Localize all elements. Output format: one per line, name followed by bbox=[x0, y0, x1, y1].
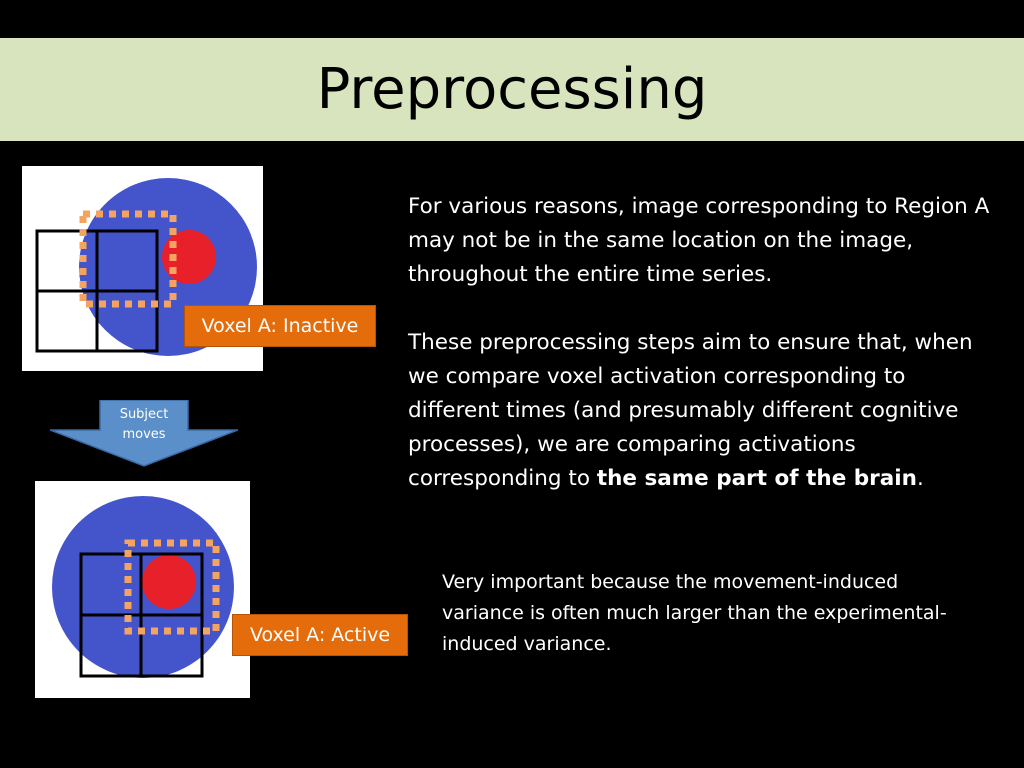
title-bar: Preprocessing bbox=[0, 38, 1024, 141]
brain-figure-active bbox=[35, 481, 250, 698]
voxel-a-inactive-label: Voxel A: Inactive bbox=[184, 305, 376, 347]
arrow-label-line2: moves bbox=[122, 427, 166, 442]
voxel-grid bbox=[79, 552, 204, 678]
region-a-dotted-box bbox=[124, 539, 220, 635]
region-a-dotted-box bbox=[79, 210, 177, 308]
paragraph-1: For various reasons, image corresponding… bbox=[408, 194, 990, 287]
body-text: For various reasons, image corresponding… bbox=[408, 190, 998, 496]
slide-title: Preprocessing bbox=[316, 57, 708, 122]
paragraph-2-bold: the same part of the brain bbox=[596, 466, 917, 491]
voxel-grid bbox=[35, 229, 159, 353]
arrow-label-line1: Subject bbox=[119, 407, 169, 422]
paragraph-2-start: These preprocessing steps aim to ensure … bbox=[408, 330, 973, 491]
paragraph-2: These preprocessing steps aim to ensure … bbox=[408, 326, 998, 496]
subject-moves-label: Subject moves bbox=[100, 405, 188, 445]
sub-point: Very important because the movement-indu… bbox=[442, 571, 947, 655]
brain-diagram-active bbox=[52, 496, 234, 678]
voxel-a-active-label: Voxel A: Active bbox=[232, 614, 408, 656]
paragraph-2-end: . bbox=[916, 466, 924, 491]
subject-moves-arrow bbox=[50, 400, 238, 467]
region-a-circle bbox=[142, 555, 196, 609]
